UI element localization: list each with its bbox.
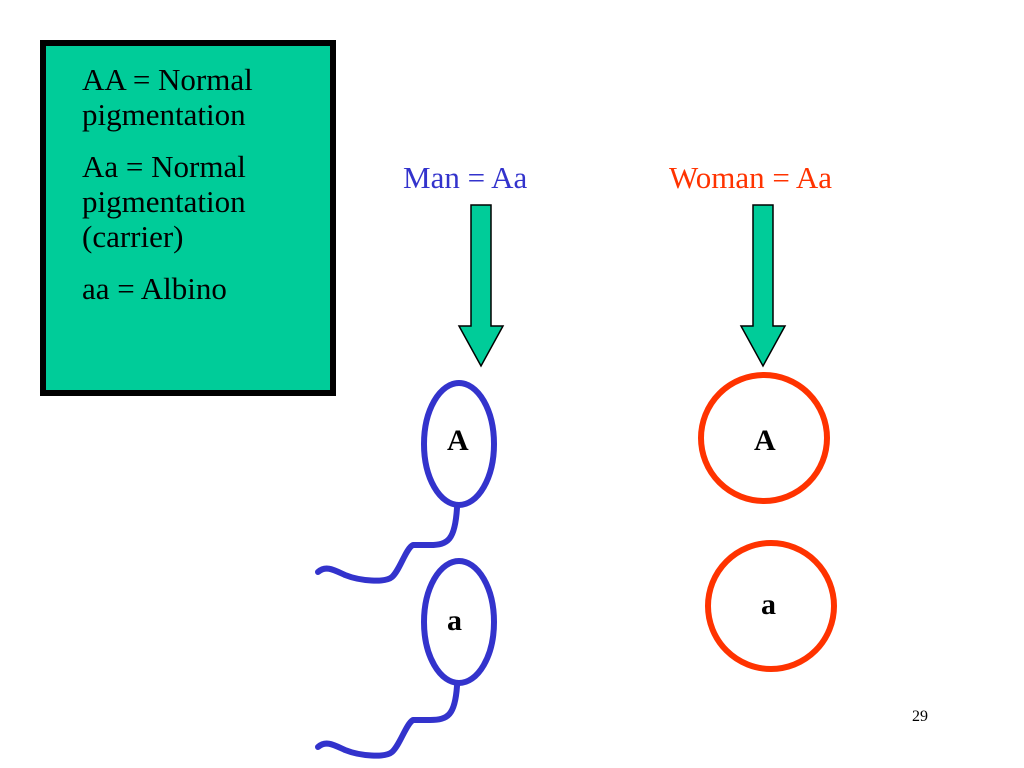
legend-entry-aa-albino: aa = Albino [82,271,227,306]
legend-entry-aa-dominant: AA = Normal pigmentation [82,62,253,132]
egg-cell-recessive [705,540,837,672]
page-number: 29 [912,708,928,725]
man-arrow [457,204,505,368]
sperm-tail-recessive [315,683,460,759]
man-genotype-label: Man = Aa [403,160,528,195]
egg-allele-dominant: A [754,424,776,457]
sperm-head-recessive [421,558,497,686]
sperm-allele-recessive: a [447,604,462,637]
genotype-legend-box: AA = Normal pigmentation Aa = Normal pig… [40,40,336,396]
egg-cell-dominant [698,372,830,504]
legend-entry-aa-carrier: Aa = Normal pigmentation (carrier) [82,149,246,254]
woman-genotype-label: Woman = Aa [669,160,833,195]
woman-arrow [739,204,787,368]
sperm-head-dominant [421,380,497,508]
sperm-allele-dominant: A [447,424,469,457]
sperm-tail-dominant [315,505,460,584]
egg-allele-recessive: a [761,588,776,621]
